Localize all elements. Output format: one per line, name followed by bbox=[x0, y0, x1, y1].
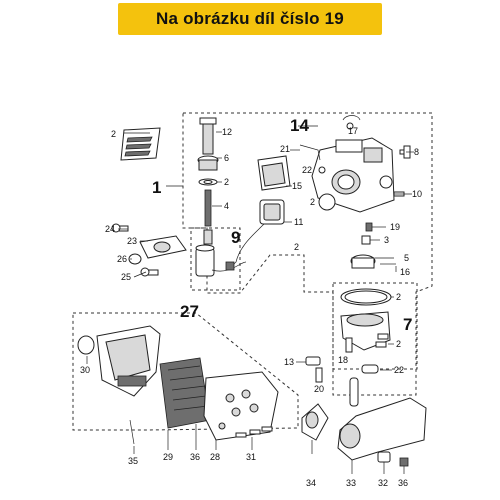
callout-32: 32 bbox=[378, 478, 388, 488]
part-gasket-26 bbox=[128, 253, 142, 265]
callout-16: 16 bbox=[400, 267, 410, 277]
callout-3: 3 bbox=[384, 235, 389, 245]
part-tube-20 bbox=[315, 367, 323, 383]
frame-cable-9 bbox=[190, 227, 241, 291]
callout-33: 33 bbox=[346, 478, 356, 488]
part-intake-34 bbox=[301, 403, 329, 441]
part-screws-31 bbox=[235, 426, 273, 438]
callout-21: 21 bbox=[280, 144, 290, 154]
callout-10: 10 bbox=[412, 189, 422, 199]
part-carburetor-body bbox=[311, 137, 395, 213]
callout-2-gasket: 2 bbox=[294, 242, 299, 252]
callout-6: 6 bbox=[224, 153, 229, 163]
callout-2-carb: 2 bbox=[310, 197, 315, 207]
frame-assembly-1 bbox=[182, 112, 433, 396]
part-air-filter-housing bbox=[77, 325, 161, 397]
part-clip-17 bbox=[342, 115, 361, 130]
callout-13: 13 bbox=[284, 357, 294, 367]
callout-11: 11 bbox=[294, 217, 303, 227]
callout-7: 7 bbox=[403, 315, 412, 334]
callout-1: 1 bbox=[152, 178, 161, 197]
callout-31: 31 bbox=[246, 452, 256, 462]
callout-2-bag: 2 bbox=[111, 129, 116, 139]
callout-22-top: 22 bbox=[302, 165, 312, 175]
callout-29: 29 bbox=[163, 452, 173, 462]
callout-4: 4 bbox=[224, 201, 229, 211]
part-pipe-22 bbox=[349, 364, 379, 407]
callout-2-chamber: 2 bbox=[396, 339, 401, 349]
part-cap-32 bbox=[377, 451, 391, 463]
callout-30: 30 bbox=[80, 365, 90, 375]
callout-20: 20 bbox=[314, 384, 324, 394]
callout-26: 26 bbox=[117, 254, 127, 264]
frame-air-filter-27 bbox=[72, 312, 299, 431]
part-float-chamber bbox=[340, 288, 392, 353]
title-banner: Na obrázku díl číslo 19 bbox=[118, 3, 382, 35]
part-silencer-33 bbox=[337, 397, 427, 461]
callout-5: 5 bbox=[404, 253, 409, 263]
callout-12: 12 bbox=[222, 127, 232, 137]
part-screw-24 bbox=[111, 223, 129, 233]
callout-2-float: 2 bbox=[396, 292, 401, 302]
title-text: Na obrázku díl číslo 19 bbox=[156, 9, 344, 28]
callout-22-bottom: 22 bbox=[394, 365, 404, 375]
part-needle-stack bbox=[197, 117, 219, 245]
callout-labels: 1 2 12 6 2 4 9 15 21 11 2 14 17 22 8 10 … bbox=[80, 116, 422, 488]
callout-8: 8 bbox=[414, 147, 419, 157]
callout-19: 19 bbox=[390, 222, 400, 232]
callout-9: 9 bbox=[231, 228, 240, 247]
callout-36-bottom: 36 bbox=[398, 478, 408, 488]
part-screw-36 bbox=[399, 457, 409, 467]
callout-36-filter: 36 bbox=[190, 452, 200, 462]
part-bolt-35 bbox=[129, 419, 135, 445]
part-screw-25 bbox=[140, 267, 159, 277]
callout-35: 35 bbox=[128, 456, 138, 466]
part-hose-13 bbox=[305, 356, 321, 366]
part-choke bbox=[225, 155, 291, 271]
callout-18: 18 bbox=[338, 355, 348, 365]
part-throttle-cable bbox=[195, 244, 247, 277]
part-hose-21 bbox=[299, 144, 321, 161]
part-manifold-23 bbox=[139, 235, 187, 259]
callout-34: 34 bbox=[306, 478, 316, 488]
callout-24: 24 bbox=[105, 224, 115, 234]
part-screw-3 bbox=[361, 235, 371, 245]
callout-28: 28 bbox=[210, 452, 220, 462]
part-filter-cover-28 bbox=[203, 371, 279, 441]
leader-lines bbox=[86, 125, 414, 474]
callout-23: 23 bbox=[127, 236, 137, 246]
part-screw-22-top bbox=[318, 166, 326, 174]
part-float-valve-5 bbox=[350, 254, 376, 269]
callout-27: 27 bbox=[180, 302, 199, 321]
callout-15: 15 bbox=[292, 181, 302, 191]
part-screw-19 bbox=[365, 222, 373, 232]
part-filter-element-29 bbox=[159, 357, 211, 429]
callout-25: 25 bbox=[121, 272, 131, 282]
callout-14: 14 bbox=[290, 116, 309, 135]
part-bag-box bbox=[120, 127, 161, 161]
callout-17: 17 bbox=[348, 126, 358, 136]
callout-2-jet: 2 bbox=[224, 177, 229, 187]
